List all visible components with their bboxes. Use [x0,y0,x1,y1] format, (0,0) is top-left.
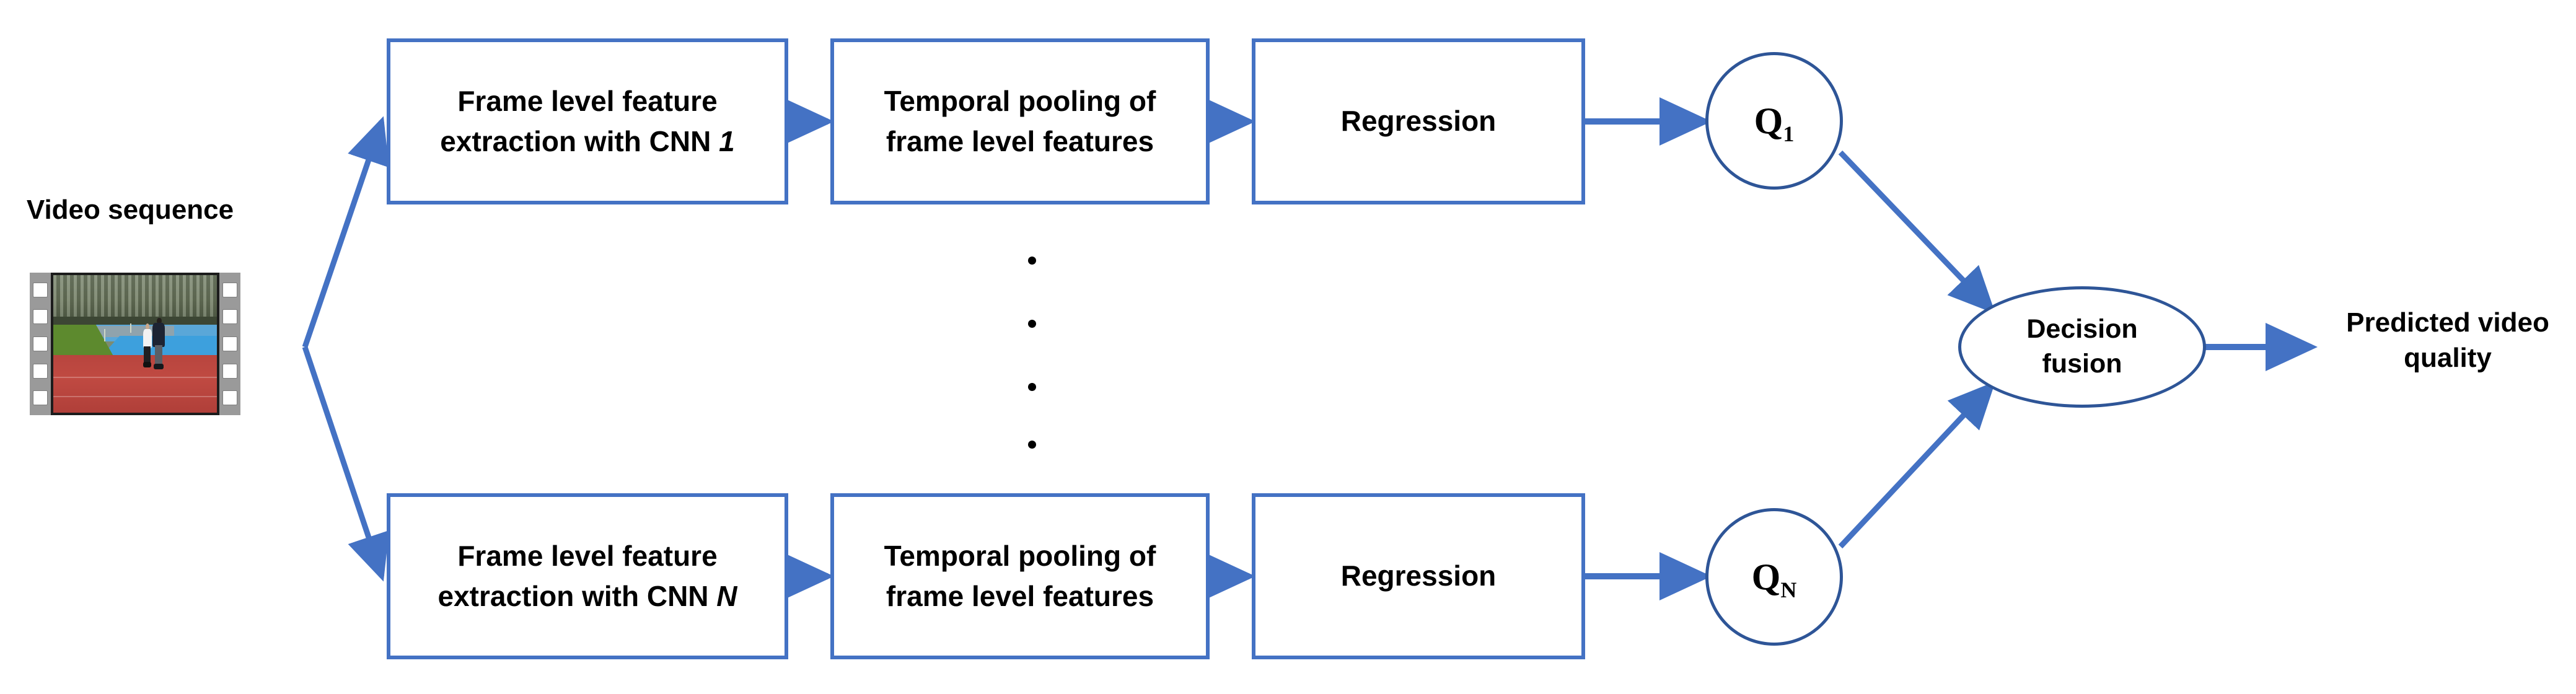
qN-base: Q [1751,556,1781,597]
box-regression-N-label: Regression [1340,560,1497,592]
box-regression-1-label: Regression [1340,105,1497,138]
fe1-index: 1 [719,125,735,157]
ellipsis-dot [1028,320,1036,328]
person-head [157,317,162,325]
quality-score-qN-label: QN [1751,556,1797,602]
feN-index: N [716,580,737,612]
person-light-jacket [142,323,153,370]
film-perforations-left [30,273,51,415]
box-feature-extraction-cnn1-label: Frame level feature extraction with CNN … [431,81,743,162]
film-perforation [222,390,237,406]
box-temporal-pooling-N[interactable]: Temporal pooling of frame level features [830,493,1210,659]
tpN-line1: Temporal pooling of [884,539,1156,572]
arrow-q1-to-fusion [1838,150,1996,314]
track-lane-line [53,377,217,379]
film-perforation [222,336,237,351]
ellipsis-dot [1028,257,1036,265]
node-quality-score-qN[interactable]: QN [1705,508,1843,646]
field-post [130,323,132,333]
box-regression-1[interactable]: Regression [1252,38,1585,204]
person-torso [143,328,152,349]
person-shoes [143,361,152,367]
video-sequence-label: Video sequence [26,195,234,225]
film-perforation [33,363,48,379]
fe1-line2-prefix: extraction with CNN [440,125,719,157]
field-post [103,328,105,341]
film-perforation [33,336,48,351]
ellipsis-dot [1028,441,1036,449]
decision-fusion-label: Decision fusion [2026,312,2137,382]
qN-subscript: N [1780,577,1797,602]
person-shoes [154,364,164,370]
background-trees [53,275,217,321]
box-regression-N[interactable]: Regression [1252,493,1585,659]
fusion-line1: Decision [2026,314,2138,345]
video-frame-image [53,275,217,413]
arrow-video-to-cnnN [302,346,390,582]
output-line2: quality [2404,343,2492,374]
background-hedge [53,316,217,327]
person-legs [155,345,163,366]
box-temporal-pooling-1-label: Temporal pooling of frame level features [876,81,1165,162]
background-sky [53,275,217,321]
arrow-video-to-cnn1 [302,116,389,348]
film-perforations-right [219,273,240,415]
film-strip-video-thumbnail [30,273,240,415]
box-feature-extraction-cnn1[interactable]: Frame level feature extraction with CNN … [387,38,788,204]
q1-subscript: 1 [1783,121,1795,146]
q1-base: Q [1754,100,1783,141]
predicted-video-quality-label: Predicted video quality [2324,305,2572,376]
film-perforation [33,282,48,297]
tp1-line1: Temporal pooling of [884,84,1156,117]
film-perforation [222,282,237,297]
feN-line1: Frame level feature [457,539,718,572]
node-decision-fusion[interactable]: Decision fusion [1958,286,2206,408]
red-running-track [53,354,217,413]
box-temporal-pooling-1[interactable]: Temporal pooling of frame level features [830,38,1210,204]
tp1-line2: frame level features [886,125,1154,157]
box-temporal-pooling-N-label: Temporal pooling of frame level features [876,536,1165,617]
film-frame-border [51,273,219,415]
fe1-line1: Frame level feature [457,84,718,117]
track-lane-line [53,396,217,398]
tpN-line2: frame level features [886,580,1154,612]
arrow-qN-to-fusion [1838,381,1996,549]
box-feature-extraction-cnnN[interactable]: Frame level feature extraction with CNN … [387,493,788,659]
feN-line2-prefix: extraction with CNN [437,580,717,612]
ellipsis-dot [1028,383,1036,391]
film-perforation [33,309,48,325]
film-perforation [222,363,237,379]
person-torso [152,322,165,347]
film-perforation [222,309,237,325]
node-quality-score-q1[interactable]: Q1 [1705,52,1843,190]
film-perforation [33,390,48,406]
fusion-line2: fusion [2042,349,2122,379]
person-head [145,323,150,330]
quality-score-q1-label: Q1 [1754,100,1795,146]
person-legs [144,346,151,363]
output-line1: Predicted video [2346,307,2549,338]
box-feature-extraction-cnnN-label: Frame level feature extraction with CNN … [429,536,745,617]
person-dark-jacket [151,317,166,373]
